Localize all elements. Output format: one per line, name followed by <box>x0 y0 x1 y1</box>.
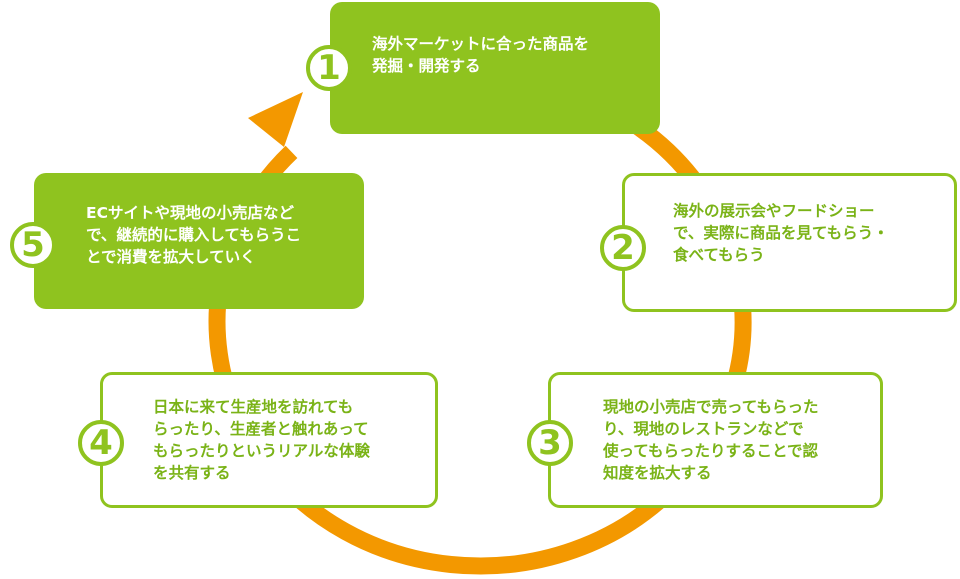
step-1-box: 海外マーケットに合った商品を発掘・開発する <box>330 2 660 134</box>
step-4-text: 日本に来て生産地を訪れてもらったり、生産者と触れあってもらったりというリアルな体… <box>153 398 370 482</box>
step-1-number-badge: 1 <box>306 45 352 91</box>
step-4-number-badge: 4 <box>78 420 124 466</box>
step-5-number-badge: 5 <box>10 222 56 268</box>
step-5-box: ECサイトや現地の小売店などで、継続的に購入してもらうことで消費を拡大していく <box>34 173 364 309</box>
step-1-text: 海外マーケットに合った商品を発掘・開発する <box>372 35 590 75</box>
cycle-arrowhead <box>248 92 303 147</box>
step-4-box: 日本に来て生産地を訪れてもらったり、生産者と触れあってもらったりというリアルな体… <box>100 372 438 508</box>
step-3-text: 現地の小売店で売ってもらったり、現地のレストランなどで使ってもらったりすることで… <box>603 398 819 482</box>
step-2-text: 海外の展示会やフードショーで、実際に商品を見てもらう・食べてもらう <box>673 201 889 264</box>
step-5-text: ECサイトや現地の小売店などで、継続的に購入してもらうことで消費を拡大していく <box>86 204 302 266</box>
step-3-number-badge: 3 <box>527 420 573 466</box>
step-2-box: 海外の展示会やフードショーで、実際に商品を見てもらう・食べてもらう <box>622 173 957 312</box>
step-2-number-badge: 2 <box>600 225 646 271</box>
step-3-box: 現地の小売店で売ってもらったり、現地のレストランなどで使ってもらったりすることで… <box>548 372 883 508</box>
